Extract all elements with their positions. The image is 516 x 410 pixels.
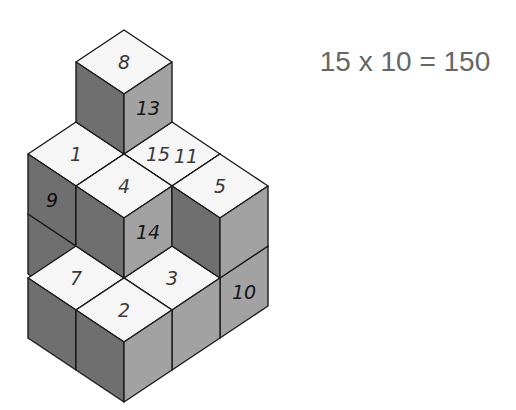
cube — [76, 154, 172, 278]
cube-face — [76, 186, 124, 278]
cube-number: 15 — [146, 145, 170, 164]
cube-number: 1 — [70, 145, 82, 164]
cube-face — [172, 186, 220, 278]
cube-number: 2 — [118, 301, 130, 320]
cube-number: 13 — [136, 99, 160, 118]
cube-number: 7 — [70, 269, 82, 288]
cube-number: 8 — [118, 53, 130, 72]
cube — [76, 278, 172, 402]
cube-number: 3 — [166, 269, 178, 288]
cube-number: 4 — [118, 177, 130, 196]
cube-face — [172, 278, 220, 370]
calculation-note: 15 x 10 = 150 — [320, 48, 490, 76]
cube-number: 9 — [46, 191, 58, 210]
cube — [76, 30, 172, 154]
cube-face — [220, 186, 268, 278]
cube-number: 5 — [214, 177, 226, 196]
cube-face — [124, 310, 172, 402]
cube-face — [76, 62, 124, 154]
cube-face — [28, 278, 76, 370]
cube-number: 10 — [232, 283, 256, 302]
cube-face — [28, 154, 76, 246]
cube-face — [124, 186, 172, 278]
cube — [172, 154, 268, 278]
cube-face — [124, 62, 172, 154]
cube-face — [76, 310, 124, 402]
cube-number: 11 — [174, 147, 198, 166]
cube-number: 14 — [136, 223, 160, 242]
